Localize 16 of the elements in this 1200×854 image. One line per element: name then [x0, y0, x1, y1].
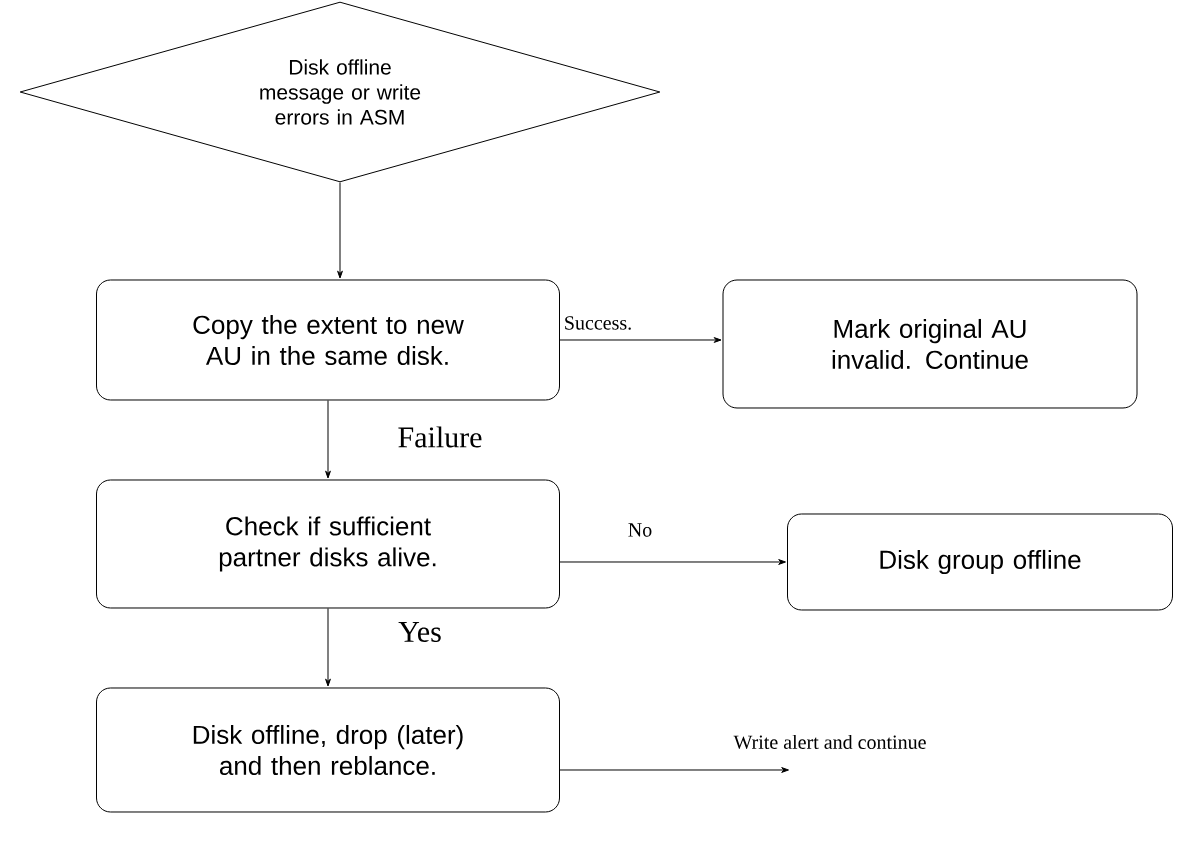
arrow	[559, 767, 789, 773]
process-box: Disk offline, drop (later) and then reblance.	[96, 687, 560, 813]
edge-label: No	[626, 522, 654, 538]
edge-label: Write alert and continue	[732, 733, 928, 751]
process-box: Mark original AU invalid. Continue	[722, 279, 1138, 409]
process-box: Copy the extent to new AU in the same disk.	[96, 279, 560, 401]
arrow	[325, 608, 331, 687]
process-box: Disk group offline	[787, 513, 1173, 611]
edge-label: Failure	[396, 425, 484, 449]
arrow	[337, 182, 343, 279]
edge-label: Yes	[397, 621, 443, 643]
process-box: Check if sufficient partner disks alive.	[96, 479, 560, 609]
arrow	[559, 337, 722, 343]
arrow	[325, 400, 331, 479]
arrow	[559, 559, 786, 565]
edge-label: Success.	[562, 315, 634, 331]
